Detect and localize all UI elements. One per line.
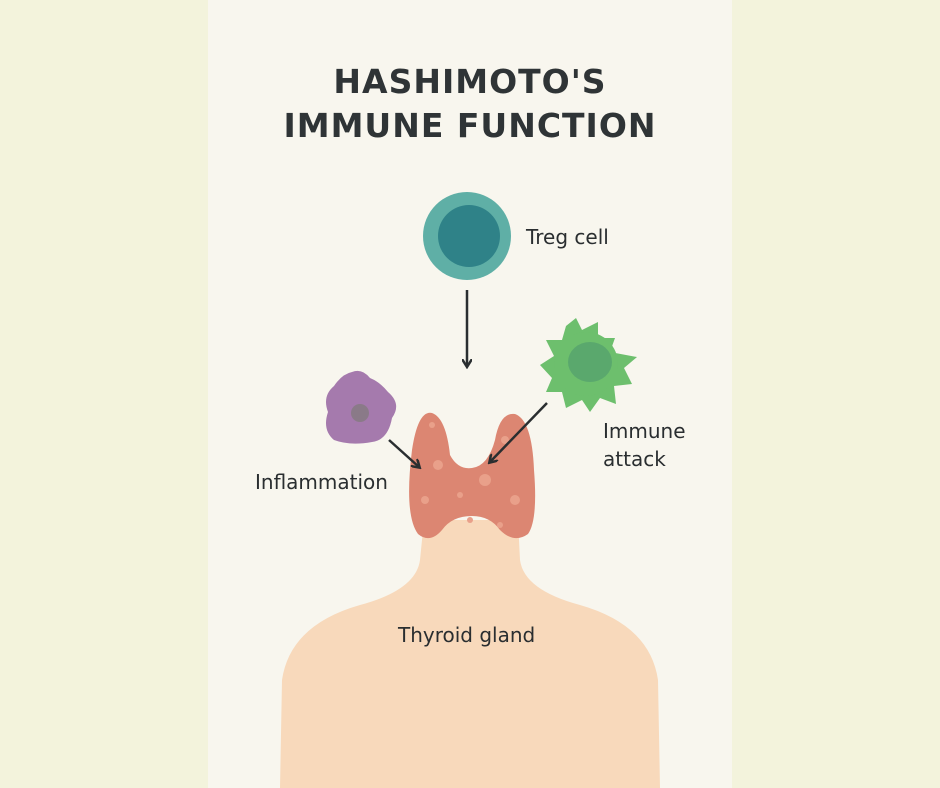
immune-attack-arrow	[490, 402, 548, 462]
immune-attack-label-1: Immune	[603, 419, 686, 443]
treg-cell-nucleus	[438, 205, 500, 267]
inflammation-label: Inflammation	[255, 470, 388, 494]
thyroid-spots	[421, 422, 520, 528]
inflammation-cell	[326, 370, 397, 444]
thyroid-gland-label: Thyroid gland	[398, 623, 536, 647]
treg-cell-label: Treg cell	[526, 225, 609, 249]
title-line-2: IMMUNE FUNCTION	[283, 106, 657, 145]
inflammation-arrow	[388, 439, 419, 467]
thyroid-gland	[409, 412, 536, 539]
immune-attack-cell	[540, 318, 637, 412]
immune-attack-label-2: attack	[603, 447, 666, 471]
body-silhouette	[280, 520, 660, 788]
title-line-1: HASHIMOTO'S	[333, 62, 607, 101]
